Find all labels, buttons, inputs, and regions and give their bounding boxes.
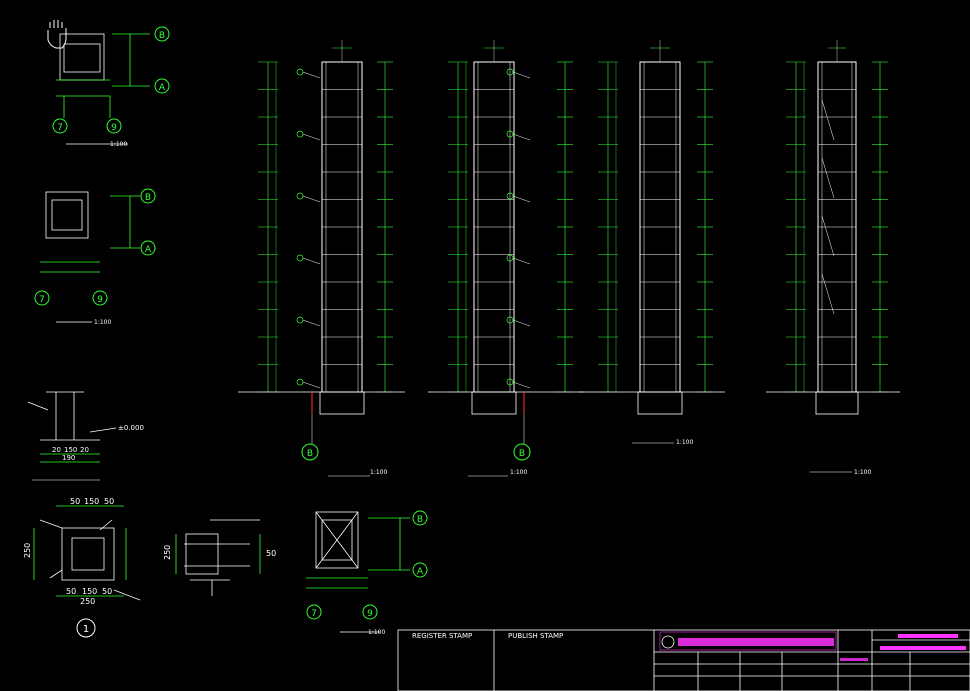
elevation-2-leader	[512, 133, 531, 141]
elevations-group	[238, 40, 900, 444]
elevation-2-leader	[512, 71, 531, 79]
grid-bubble-A: A	[159, 83, 166, 93]
grid-bubble-B: B	[159, 31, 165, 41]
svg-text:190: 190	[62, 454, 75, 462]
elevation-1-leader	[302, 133, 321, 141]
elevation-4-glazing	[821, 273, 835, 315]
svg-text:50: 50	[104, 497, 114, 506]
column-base-detail	[33, 505, 141, 601]
elevation-1-leader	[302, 257, 321, 265]
svg-text:250: 250	[23, 543, 32, 558]
small-plan-3	[306, 511, 410, 633]
svg-text:20: 20	[80, 446, 89, 454]
svg-text:20: 20	[52, 446, 61, 454]
elevation-1-pit	[319, 391, 365, 415]
elevation-1-scale: 1:100	[370, 469, 387, 476]
svg-text:50: 50	[102, 587, 112, 596]
elevation-3-scale: 1:100	[676, 439, 693, 446]
small-plan-2	[40, 191, 140, 323]
elevation-4-glazing	[821, 157, 835, 199]
svg-text:50: 50	[70, 497, 80, 506]
svg-text:250: 250	[80, 597, 95, 606]
elevation-zero: ±0.000	[118, 424, 144, 432]
elevation-2-pit	[471, 391, 517, 415]
elevation-2-leader	[512, 195, 531, 203]
grid-bubble-7: 7	[311, 609, 317, 619]
elevation-2-leader	[512, 257, 531, 265]
elevation-4-glazing	[821, 99, 835, 141]
svg-text:150: 150	[82, 587, 97, 596]
register-stamp-label: REGISTER STAMP	[412, 632, 472, 640]
grid-bubble-7: 7	[57, 123, 63, 133]
title-block	[397, 629, 970, 691]
company-logo-icon	[661, 635, 675, 649]
beam-section-dims: 250 50	[163, 545, 276, 560]
elevation-1-leader	[302, 71, 321, 79]
plan-1-scale: 1:100	[110, 141, 127, 148]
beam-section-detail	[175, 519, 261, 596]
elevation-2-leader	[512, 381, 531, 389]
section-detail-text: 20 150 20 190 ±0.000	[32, 424, 144, 481]
detail-number-1: 1	[83, 624, 89, 635]
grid-bubble-9: 9	[367, 609, 373, 619]
column-base-dims: 50 150 50 50 150 50 250 250 1	[23, 497, 114, 638]
hand-icon	[47, 20, 67, 49]
svg-text:150: 150	[64, 446, 77, 454]
elevation-labels: B B 1:100 1:100 1:100 1:100	[301, 439, 871, 477]
elevation-4-glazing	[821, 215, 835, 257]
grid-bubble-A: A	[145, 245, 152, 255]
grid-bubble-B: B	[145, 193, 151, 203]
elevation-3-pit	[637, 391, 683, 415]
plan-3-scale: 1:100	[368, 629, 385, 636]
drawing-title-bar	[880, 646, 966, 650]
company-name-bar	[678, 638, 834, 646]
plan-2-scale: 1:100	[94, 319, 111, 326]
elevation-2-scale: 1:100	[510, 469, 527, 476]
grid-bubble-9: 9	[111, 123, 117, 133]
grid-bubble-9: 9	[97, 295, 103, 305]
elevation-1-bubble: B	[307, 449, 313, 459]
elevation-2-leader	[512, 319, 531, 327]
company-banner	[659, 631, 837, 651]
svg-text:250: 250	[163, 545, 172, 560]
elevation-1-leader	[302, 319, 321, 327]
elevation-1-leader	[302, 195, 321, 203]
elevation-1-leader	[302, 381, 321, 389]
grid-bubble-B: B	[417, 515, 423, 525]
elevation-4-scale: 1:100	[854, 469, 871, 476]
small-plan-1	[56, 33, 150, 145]
grid-bubble-A: A	[417, 567, 424, 577]
publish-stamp-label: PUBLISH STAMP	[508, 632, 563, 640]
section-detail-base	[27, 391, 117, 463]
svg-text:50: 50	[66, 587, 76, 596]
svg-text:150: 150	[84, 497, 99, 506]
elevation-2-bubble: B	[519, 449, 525, 459]
project-name-bar	[898, 634, 958, 638]
elevation-4-pit	[815, 391, 859, 415]
grid-bubbles-plan-1: B A 7 9 1:100	[52, 26, 170, 148]
grid-bubbles-plan-2: B A 7 9 1:100	[34, 188, 156, 326]
grid-bubbles-plan-3: B A 7 9 1:100	[306, 510, 428, 636]
svg-text:50: 50	[266, 549, 276, 558]
grid-bubble-7: 7	[39, 295, 45, 305]
